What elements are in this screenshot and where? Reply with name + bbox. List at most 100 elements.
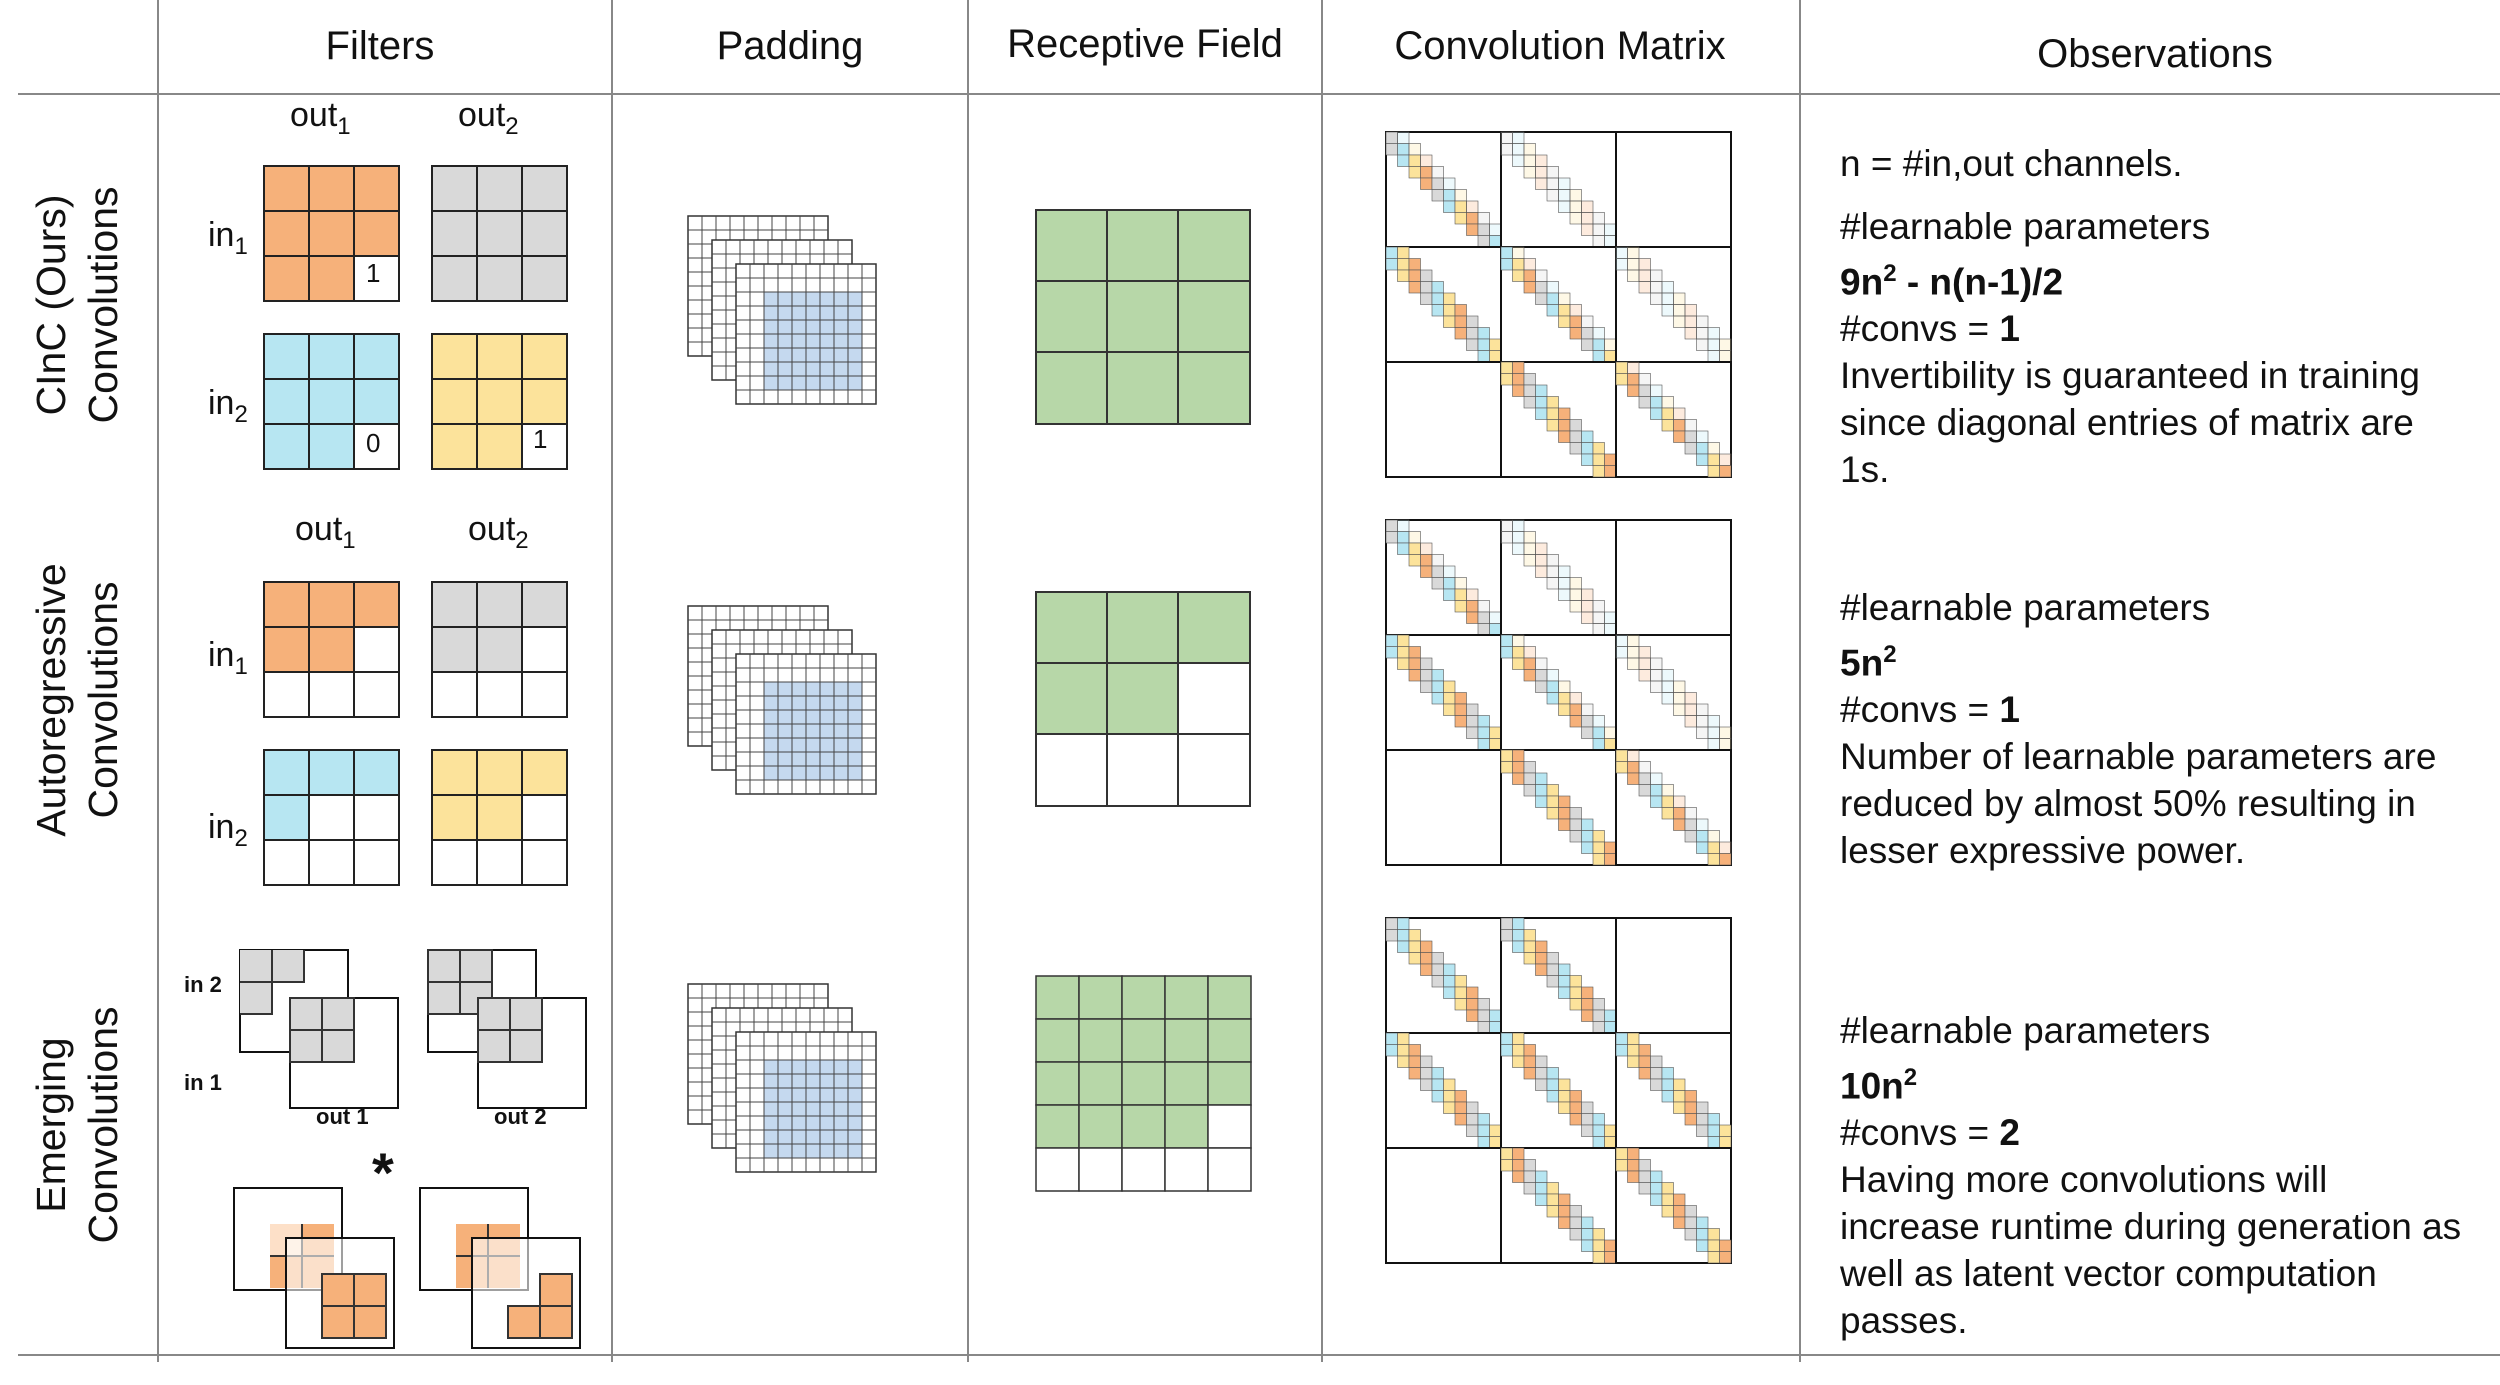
observations-autoregressive: #learnable parameters 5n2 #convs = 1 Num… xyxy=(1840,584,2480,874)
matrix-cell xyxy=(1604,1136,1617,1149)
matrix-cell xyxy=(1420,952,1433,965)
matrix-cell xyxy=(1489,235,1502,248)
params-rest: - n(n-1)/2 xyxy=(1896,261,2064,303)
matrix-cell xyxy=(1397,634,1410,647)
receptive-cell xyxy=(1207,1147,1252,1192)
matrix-cell xyxy=(1615,246,1628,259)
matrix-cell xyxy=(1627,749,1640,762)
matrix-cell xyxy=(1408,281,1421,294)
matrix-cell xyxy=(1604,738,1617,751)
matrix-cell xyxy=(1385,519,1398,532)
matrix-cell xyxy=(1454,600,1467,613)
matrix-cell xyxy=(1431,963,1444,976)
matrix-cell xyxy=(1512,131,1525,144)
matrix-cell xyxy=(1489,223,1502,236)
matrix-cell xyxy=(1684,830,1697,843)
matrix-cell xyxy=(1385,917,1398,930)
matrix-cell xyxy=(1661,292,1674,305)
obs-params-label: #learnable parameters xyxy=(1840,206,2211,247)
matrix-cell xyxy=(1650,281,1663,294)
matrix-cell xyxy=(1512,761,1525,774)
matrix-cell xyxy=(1661,1193,1674,1206)
matrix-cell xyxy=(1466,1101,1479,1114)
filter-out2-label: out2 xyxy=(468,510,529,555)
padding-layer xyxy=(735,1031,877,1173)
matrix-cell xyxy=(1650,269,1663,282)
obs-params-label: #learnable parameters xyxy=(1840,587,2211,628)
padding-grids xyxy=(687,215,877,1173)
receptive-cell xyxy=(1078,1061,1123,1106)
matrix-cell xyxy=(1489,623,1502,636)
matrix-cell xyxy=(1454,304,1467,317)
matrix-cell xyxy=(1615,1044,1628,1057)
matrix-cell xyxy=(1420,166,1433,179)
matrix-cell xyxy=(1707,1136,1720,1149)
matrix-cell xyxy=(1707,338,1720,351)
matrix-cell xyxy=(1397,531,1410,544)
receptive-cell xyxy=(1035,1061,1080,1106)
matrix-cell xyxy=(1558,975,1571,988)
matrix-cell xyxy=(1592,338,1605,351)
matrix-cell xyxy=(1397,542,1410,555)
matrix-cell xyxy=(1523,1170,1536,1183)
matrix-cell xyxy=(1477,223,1490,236)
padding-stack xyxy=(687,605,877,795)
matrix-cell xyxy=(1581,1216,1594,1229)
autoregressive-filters xyxy=(263,581,568,886)
convs-value: 1 xyxy=(1999,689,2020,731)
matrix-cell xyxy=(1500,1159,1513,1172)
receptive-cell xyxy=(1164,975,1209,1020)
matrix-cell xyxy=(1558,818,1571,831)
matrix-cell xyxy=(1661,1078,1674,1091)
emerging-filter-out1 xyxy=(239,949,399,1109)
matrix-cell xyxy=(1546,177,1559,190)
matrix-cell xyxy=(1627,1055,1640,1068)
matrix-cell xyxy=(1684,1228,1697,1241)
matrix-cell xyxy=(1707,830,1720,843)
matrix-cell xyxy=(1466,726,1479,739)
matrix-cell xyxy=(1719,350,1732,363)
matrix-cell xyxy=(1500,1044,1513,1057)
matrix-cell xyxy=(1638,1182,1651,1195)
in-label: in xyxy=(208,808,235,846)
matrix-cell xyxy=(1546,975,1559,988)
matrix-cell xyxy=(1569,430,1582,443)
matrix-cell xyxy=(1512,657,1525,670)
matrix-cell xyxy=(1673,1216,1686,1229)
matrix-cell xyxy=(1512,154,1525,167)
matrix-cell xyxy=(1546,963,1559,976)
matrix-cell xyxy=(1707,1124,1720,1137)
matrix-cell xyxy=(1707,1251,1720,1264)
matrix-cell xyxy=(1408,1067,1421,1080)
matrix-cell xyxy=(1443,200,1456,213)
matrix-cell xyxy=(1512,1159,1525,1172)
matrix-cell xyxy=(1696,703,1709,716)
matrix-cell xyxy=(1546,189,1559,202)
matrix-cell xyxy=(1443,177,1456,190)
matrix-cell xyxy=(1420,542,1433,555)
matrix-cell xyxy=(1535,1078,1548,1091)
matrix-cell xyxy=(1408,929,1421,942)
matrix-cell xyxy=(1615,749,1628,762)
obs-params-value: 10n2 xyxy=(1840,1054,2480,1109)
matrix-cell xyxy=(1569,419,1582,432)
matrix-cell xyxy=(1466,986,1479,999)
matrix-cell xyxy=(1673,807,1686,820)
ar-filter-in2-out1 xyxy=(263,749,400,886)
matrix-cell xyxy=(1431,680,1444,693)
matrix-cell xyxy=(1443,315,1456,328)
matrix-cell xyxy=(1661,807,1674,820)
params-value: 9n xyxy=(1840,261,1884,303)
matrix-cell xyxy=(1673,795,1686,808)
matrix-cell xyxy=(1408,646,1421,659)
matrix-cell xyxy=(1477,611,1490,624)
filter-in1-out2 xyxy=(431,165,568,302)
matrix-cell xyxy=(1684,442,1697,455)
matrix-cell xyxy=(1638,1067,1651,1080)
matrix-cell xyxy=(1581,830,1594,843)
matrix-cell xyxy=(1569,703,1582,716)
padding-stack xyxy=(687,215,877,405)
matrix-cell xyxy=(1535,407,1548,420)
matrix-cell xyxy=(1420,1067,1433,1080)
matrix-cell xyxy=(1466,223,1479,236)
